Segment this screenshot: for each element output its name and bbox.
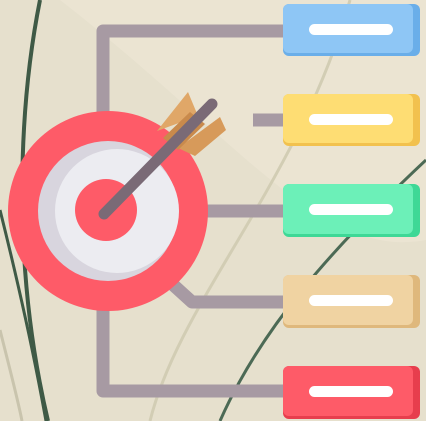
card-yellow xyxy=(283,94,420,146)
card-tan xyxy=(283,275,420,328)
card-blue xyxy=(283,4,420,56)
card-red xyxy=(283,366,420,419)
card-green xyxy=(283,184,420,237)
